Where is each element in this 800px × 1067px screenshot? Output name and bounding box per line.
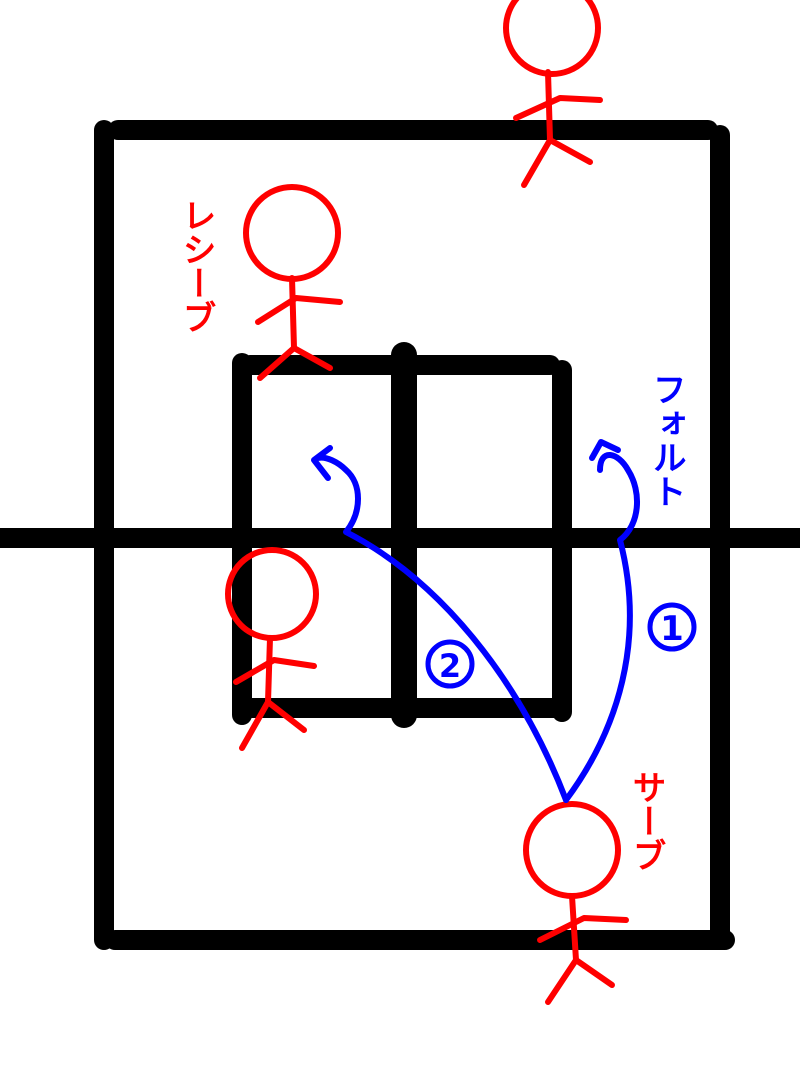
route-1-label: 1 (660, 609, 684, 649)
serve-path-1 (563, 439, 640, 803)
route-2-label: 2 (439, 647, 461, 685)
volt-label: フォルト (646, 372, 686, 508)
player-left (225, 547, 319, 751)
route-2-marker: 2 (425, 639, 475, 689)
receive-label: レシーブ (176, 198, 216, 334)
player-top (503, 0, 603, 188)
serve-label: サーブ (626, 770, 666, 872)
serve-path-2 (311, 445, 569, 803)
player-serve (523, 801, 629, 1005)
player-receive (243, 184, 343, 381)
route-1-marker: 1 (647, 602, 697, 652)
